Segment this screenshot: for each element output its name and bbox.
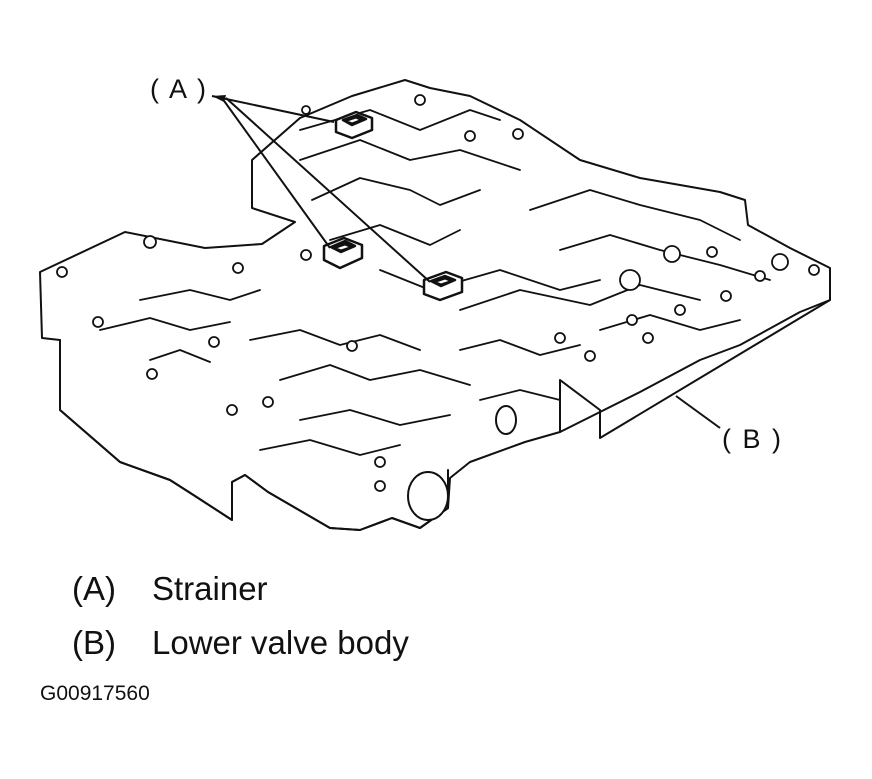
strainer-1: [334, 110, 374, 140]
port-boss-large: [407, 471, 449, 521]
callout-a-label: ( A ): [150, 74, 209, 104]
lower-valve-body-outline: [39, 79, 831, 531]
figure-id: G00917560: [40, 682, 150, 705]
leader-arrowheads: [212, 95, 226, 102]
legend-row-b: (B) Lower valve body: [72, 616, 409, 670]
strainer-group: [322, 110, 464, 302]
strainer-2: [322, 236, 364, 270]
legend-label-b: Lower valve body: [152, 624, 409, 661]
leader-lines: [211, 95, 721, 429]
legend-row-a: (A) Strainer: [72, 562, 409, 616]
callout-b-label: ( B ): [722, 424, 783, 454]
legend-key-b: (B): [72, 624, 116, 661]
port-boss-small: [495, 405, 517, 435]
front-slab: [59, 339, 449, 531]
strainer-3: [422, 270, 464, 302]
passage-lines: [99, 109, 771, 456]
legend: (A) Strainer (B) Lower valve body: [72, 562, 409, 670]
bolt-holes: [56, 94, 820, 492]
legend-label-a: Strainer: [152, 570, 268, 607]
legend-key-a: (A): [72, 570, 116, 607]
right-side-face: [559, 299, 831, 439]
